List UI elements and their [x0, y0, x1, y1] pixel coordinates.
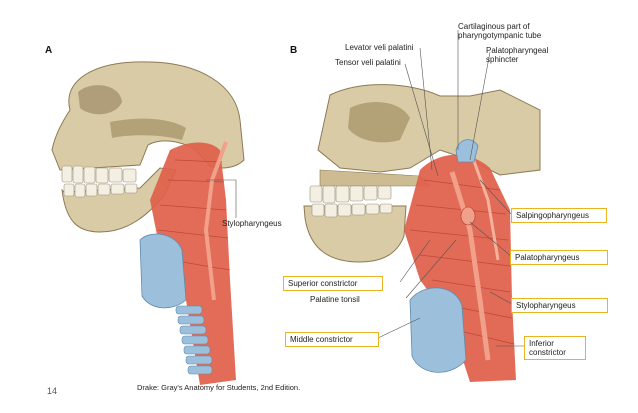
figure-caption: Drake: Gray's Anatomy for Students, 2nd …: [137, 383, 301, 392]
label-inferior-constrictor: Inferior constrictor: [524, 336, 586, 360]
label-inferior-line2: constrictor: [529, 348, 566, 357]
leader-stylopharyngeus-a: [206, 179, 237, 218]
leader-lines-b: [377, 30, 524, 347]
label-sphincter-line2: sphincter: [486, 55, 519, 64]
palatopharyngeus-muscle: [449, 171, 491, 361]
label-middle-constrictor: Middle constrictor: [285, 332, 379, 347]
orbit-a: [78, 85, 122, 115]
salpingopharyngeus-muscle: [468, 149, 500, 261]
label-palatopharyngeal-sphincter: Palatopharyngeal sphincter: [486, 46, 548, 64]
label-stylopharyngeus-a: Stylopharyngeus: [222, 219, 282, 228]
pharynx-muscles-b: [404, 154, 516, 382]
panel-b-illustration: [303, 30, 541, 382]
hard-palate-b: [319, 169, 431, 187]
label-inferior-line1: Inferior: [529, 339, 554, 348]
label-sphincter-line1: Palatopharyngeal: [486, 46, 549, 55]
label-superior-constrictor: Superior constrictor: [283, 276, 383, 291]
mandible-b: [303, 205, 407, 263]
teeth-a: [61, 165, 138, 198]
trachea-a: [175, 305, 213, 375]
cheekbone-a: [110, 118, 186, 140]
panel-a-letter: A: [45, 45, 53, 56]
muscle-fibres-b: [409, 179, 515, 345]
panel-b-letter: B: [290, 45, 298, 56]
sinus-b: [348, 102, 410, 143]
label-tensor-veli-palatini: Tensor veli palatini: [335, 58, 401, 67]
page-number: 14: [47, 386, 58, 396]
palatine-tonsil-shape: [460, 206, 476, 226]
teeth-b: [309, 185, 393, 218]
muscle-fibres-a: [157, 159, 231, 271]
label-palatopharyngeus: Palatopharyngeus: [510, 250, 608, 265]
larynx-a: [139, 233, 187, 309]
label-palatine-tonsil: Palatine tonsil: [310, 295, 360, 304]
larynx-b: [409, 287, 467, 373]
panel-a-illustration: [51, 61, 245, 385]
label-levator-veli-palatini: Levator veli palatini: [345, 43, 414, 52]
label-salpingopharyngeus: Salpingopharyngeus: [511, 208, 607, 223]
label-stylopharyngeus-b: Stylopharyngeus: [511, 298, 608, 313]
label-cartilaginous-line2: pharyngotympanic tube: [458, 31, 542, 40]
label-cartilaginous-tube: Cartilaginous part of pharyngotympanic t…: [458, 22, 541, 40]
stylopharyngeus-a-muscle: [203, 141, 228, 301]
label-cartilaginous-line1: Cartilaginous part of: [458, 22, 530, 31]
